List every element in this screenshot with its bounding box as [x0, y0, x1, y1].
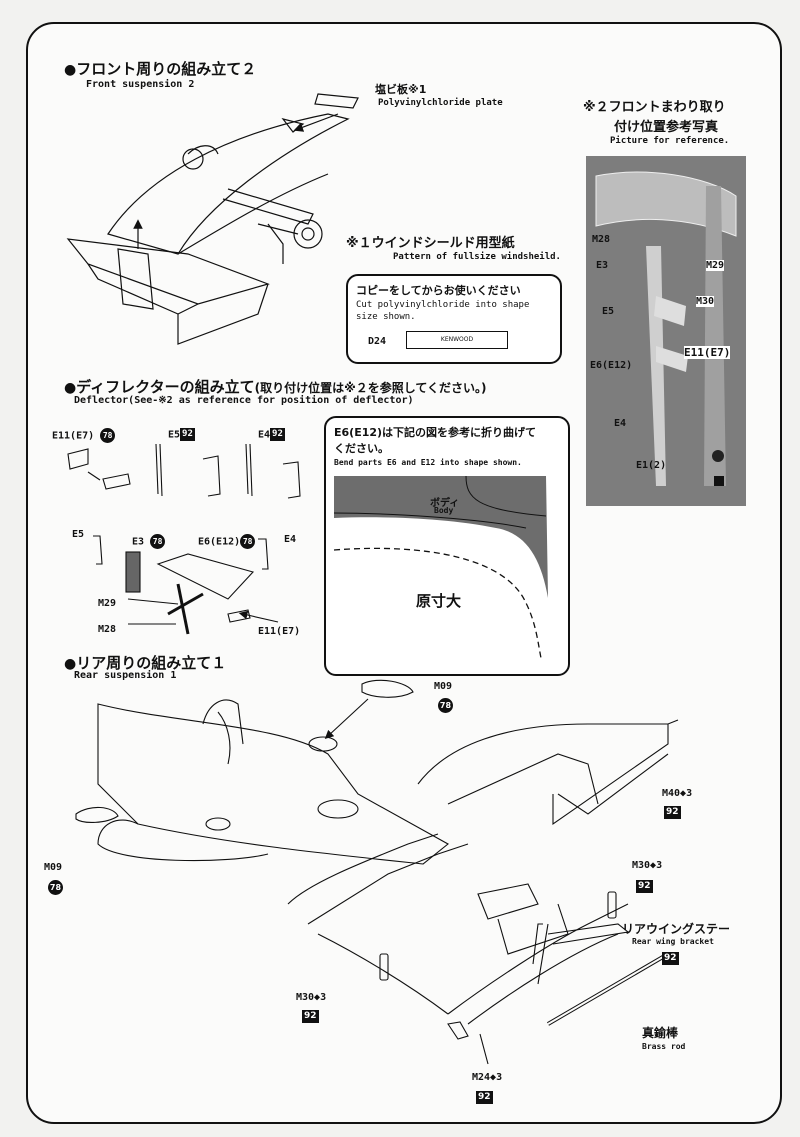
deflector-m29: M29 [98, 598, 117, 609]
rear-m09-top-badge: 78 [438, 695, 453, 714]
front-section-subtitle: Front suspension 2 [86, 79, 195, 90]
deflector-subtitle: Deflector(See-※2 as reference for positi… [74, 395, 414, 406]
rear-m30-left: M30◆3 [296, 992, 327, 1003]
bend-template-box: E6(E12)は下記の図を参考に折り曲げて ください。 Bend parts E… [324, 416, 570, 676]
ref-label-m29: M29 [706, 260, 725, 271]
rear-m09-top: M09 [434, 681, 453, 692]
copy-note-jp: コピーをしてからお使いください [356, 284, 521, 297]
deflector-e5b: E5 [72, 529, 85, 540]
ref-label-e1: E1(2) [636, 460, 667, 471]
deflector-e4b: E4 [284, 534, 297, 545]
bend-note-jp-2: ください。 [334, 442, 389, 455]
rear-wing-badge: 92 [662, 952, 679, 965]
reference-title-1: ※２フロントまわり取り [583, 100, 726, 115]
front-section-title: ●フロント周りの組み立て２ [64, 60, 257, 78]
ref-label-e6: E6(E12) [590, 360, 633, 371]
body-label-en: Body [434, 506, 454, 515]
body-label-jp: ボディ [430, 498, 460, 509]
windshield-pattern-box: コピーをしてからお使いください Cut polyvinylchloride in… [346, 274, 562, 364]
rear-section-subtitle: Rear suspension 1 [74, 670, 177, 681]
deflector-m28: M28 [98, 624, 117, 635]
rear-m24: M24◆3 [472, 1072, 503, 1083]
instruction-sheet: ●フロント周りの組み立て２ Front suspension 2 塩ビ板※1 P… [26, 22, 782, 1124]
deflector-drawing [67, 443, 301, 635]
copy-note-en-1: Cut polyvinylchloride into shape [356, 300, 530, 310]
brass-rod-label-en: Brass rod [642, 1042, 686, 1051]
reference-photo: M28 E3 M29 M30 E5 E11(E7) E6(E12) E4 E1(… [586, 156, 746, 506]
windshield-subtitle: Pattern of fullsize windsheild. [393, 252, 561, 262]
ref-label-m28: M28 [592, 234, 611, 245]
bend-note-en: Bend parts E6 and E12 into shape shown. [334, 458, 522, 467]
reference-title-2: 付け位置参考写真 [614, 120, 719, 135]
rear-wing-label-jp: リアウイングステー [622, 922, 731, 936]
plate-label-en: Polyvinylchloride plate [378, 98, 503, 108]
rear-m24-badge: 92 [476, 1091, 493, 1104]
d24-label: D24 [368, 336, 387, 347]
deflector-e3: E3 78 [132, 534, 166, 549]
rear-m09-left-badge: 78 [48, 877, 63, 896]
brass-rod-label-jp: 真鍮棒 [642, 1026, 679, 1040]
copy-note-en-2: size shown. [356, 312, 416, 322]
rear-m09-left: M09 [44, 862, 63, 873]
ref-label-e11: E11(E7) [684, 346, 731, 359]
rear-m30-left-badge: 92 [302, 1010, 319, 1023]
fullsize-label: 原寸大 [416, 592, 462, 610]
deflector-e11: E11(E7) 78 [52, 428, 116, 443]
deflector-e6: E6(E12)78 [198, 534, 256, 549]
ref-label-e4: E4 [614, 418, 627, 429]
bend-note-jp-1: E6(E12)は下記の図を参考に折り曲げて [334, 426, 537, 439]
rear-m30-right-badge: 92 [636, 880, 653, 893]
front-suspension-drawing [66, 93, 359, 345]
ref-label-m30: M30 [696, 296, 715, 307]
rear-m30-right: M30◆3 [632, 860, 663, 871]
rear-suspension-drawing [75, 679, 679, 1065]
rear-m40: M40◆3 [662, 788, 693, 799]
rear-section-title: ●リア周りの組み立て１ [64, 654, 227, 672]
reference-subtitle: Picture for reference. [610, 136, 730, 146]
deflector-title: ●ディフレクターの組み立て(取り付け位置は※２を参照してください。) [64, 378, 487, 396]
ref-label-e3: E3 [596, 260, 609, 271]
rear-m40-badge: 92 [664, 806, 681, 819]
ref-label-e5: E5 [602, 306, 615, 317]
kenwood-pattern: KENWOOD [406, 331, 508, 349]
rear-wing-label-en: Rear wing bracket [632, 937, 714, 946]
windshield-title: ※１ウインドシールド用型紙 [346, 236, 515, 251]
deflector-e11b: E11(E7) [258, 626, 301, 637]
plate-label-jp: 塩ビ板※1 [375, 83, 427, 96]
